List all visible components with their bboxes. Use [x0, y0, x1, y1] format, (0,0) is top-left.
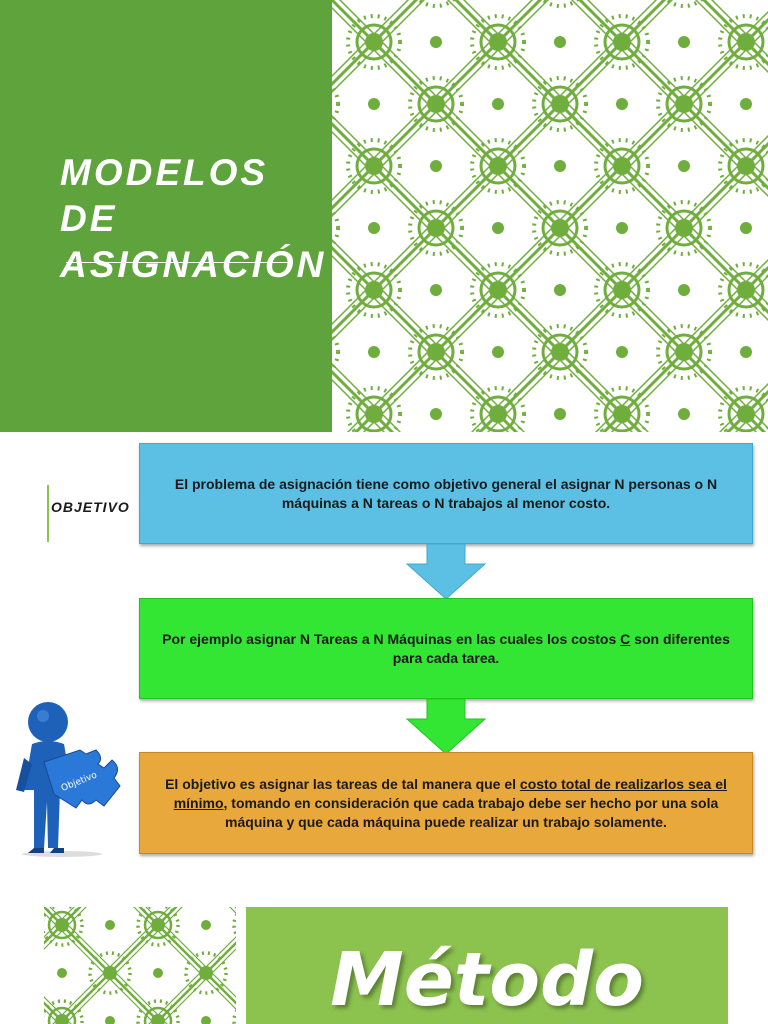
example-text-part2: son diferentes para cada tarea.: [392, 630, 730, 666]
title-panel: MODELOS DE ASIGNACIÓN: [0, 0, 332, 432]
method-heading-panel: Método: [246, 907, 728, 1024]
title-line-2: ASIGNACIÓN: [60, 244, 327, 285]
person-with-puzzle-icon: Objetivo: [16, 702, 121, 857]
objective-slide: OBJETIVO El problema de asignación tiene…: [0, 432, 768, 892]
slide-title: MODELOS DE ASIGNACIÓN: [60, 150, 323, 288]
goal-text-part1: El objetivo es asignar las tareas de tal…: [165, 775, 520, 792]
definition-text: El problema de asignación tiene como obj…: [174, 475, 718, 511]
objective-accent-bar: [47, 485, 49, 542]
goal-text-part2: , tomando en consideración que cada trab…: [223, 794, 719, 830]
method-slide: Método: [0, 892, 768, 1024]
objective-label: OBJETIVO: [51, 499, 130, 515]
decorative-pattern: [332, 0, 768, 432]
down-arrow-icon: [405, 699, 487, 755]
goal-text-emphasis: costo total de realizarlos sea el mínimo: [173, 775, 727, 811]
title-slide: MODELOS DE ASIGNACIÓN: [0, 0, 768, 432]
goal-text: El objetivo es asignar las tareas de tal…: [154, 775, 738, 832]
title-line-1: MODELOS DE: [60, 152, 269, 239]
definition-box: El problema de asignación tiene como obj…: [139, 443, 753, 544]
example-text: Por ejemplo asignar N Tareas a N Máquina…: [154, 630, 738, 668]
goal-box: El objetivo es asignar las tareas de tal…: [139, 752, 753, 854]
example-text-part1: Por ejemplo asignar N Tareas a N Máquina…: [162, 630, 621, 647]
down-arrow-icon: [405, 544, 487, 600]
title-divider: [66, 262, 290, 263]
method-heading: Método: [330, 937, 644, 1023]
decorative-pattern-small: [44, 907, 236, 1024]
cost-symbol: C: [620, 630, 631, 647]
example-box: Por ejemplo asignar N Tareas a N Máquina…: [139, 598, 753, 699]
